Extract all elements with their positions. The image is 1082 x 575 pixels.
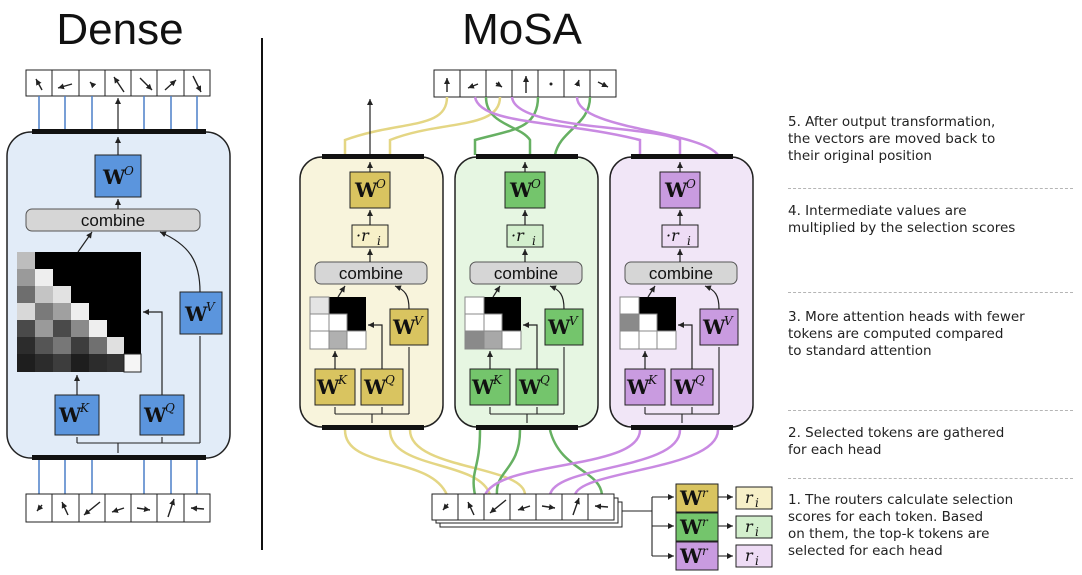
dense-output-tokens bbox=[25, 69, 211, 97]
mosa-output-tokens bbox=[433, 69, 617, 98]
svg-text:Q: Q bbox=[385, 373, 395, 387]
svg-text:W: W bbox=[143, 403, 167, 427]
mosa-title: MoSA bbox=[462, 5, 582, 54]
head-green: W O ·r i combine W V W K W Q bbox=[454, 154, 599, 430]
svg-text:Q: Q bbox=[540, 373, 550, 387]
step-1-text: 1. The routers calculate selection score… bbox=[788, 492, 1014, 559]
dense-wk-block: W K bbox=[54, 394, 100, 436]
svg-text:W: W bbox=[354, 178, 378, 202]
svg-text:W: W bbox=[626, 375, 650, 399]
svg-text:·r: ·r bbox=[511, 226, 525, 245]
step-3-text: 3. More attention heads with fewer token… bbox=[788, 309, 1025, 359]
svg-text:W: W bbox=[679, 544, 703, 568]
svg-text:V: V bbox=[414, 314, 424, 328]
dense-combine bbox=[25, 208, 201, 232]
svg-text:W: W bbox=[471, 375, 495, 399]
separator bbox=[788, 478, 1073, 479]
head-yellow: W O ·r i combine W V W K W Q bbox=[299, 99, 444, 430]
svg-text:W: W bbox=[702, 315, 726, 339]
svg-text:K: K bbox=[492, 373, 503, 387]
svg-text:r: r bbox=[745, 488, 754, 507]
svg-text:r: r bbox=[745, 546, 754, 565]
head-purple: W O ·r i combine W V W K W Q bbox=[609, 154, 754, 430]
svg-text:W: W bbox=[547, 315, 571, 339]
svg-text:W: W bbox=[518, 375, 542, 399]
svg-text:W: W bbox=[392, 315, 416, 339]
svg-text:i: i bbox=[377, 234, 381, 248]
separator bbox=[788, 410, 1073, 411]
svg-text:O: O bbox=[376, 177, 386, 191]
svg-text:O: O bbox=[124, 164, 134, 178]
svg-text:W: W bbox=[664, 178, 688, 202]
svg-text:r: r bbox=[702, 515, 709, 529]
dense-title: Dense bbox=[56, 5, 183, 54]
svg-text:r: r bbox=[702, 544, 709, 558]
svg-text:O: O bbox=[686, 177, 696, 191]
svg-text:W: W bbox=[316, 375, 340, 399]
svg-text:i: i bbox=[755, 525, 759, 539]
svg-text:V: V bbox=[724, 314, 734, 328]
svg-text:combine: combine bbox=[339, 264, 403, 283]
mosa-block: W O ·r i combine W V W K W Q bbox=[299, 69, 773, 571]
step-4-text: 4. Intermediate values are multiplied by… bbox=[788, 203, 1016, 236]
mosa-input-tokens bbox=[431, 493, 623, 528]
step-2-text: 2. Selected tokens are gathered for each… bbox=[788, 425, 1005, 458]
dense-attention-matrix bbox=[17, 252, 142, 373]
svg-text:combine: combine bbox=[494, 264, 558, 283]
step-5-text: 5. After output transformation, the vect… bbox=[788, 114, 996, 164]
svg-text:r: r bbox=[702, 486, 709, 500]
svg-text:W: W bbox=[673, 375, 697, 399]
svg-text:W: W bbox=[509, 178, 533, 202]
svg-text:r: r bbox=[745, 517, 754, 536]
svg-text:K: K bbox=[337, 373, 348, 387]
svg-text:V: V bbox=[569, 314, 579, 328]
dense-wq-block: W Q bbox=[139, 394, 185, 436]
svg-text:W: W bbox=[363, 375, 387, 399]
svg-text:i: i bbox=[532, 234, 536, 248]
dense-wv-block: W V bbox=[179, 291, 223, 335]
separator bbox=[788, 188, 1073, 189]
svg-text:W: W bbox=[184, 302, 208, 326]
dense-block: W O combine W V bbox=[6, 69, 231, 523]
separator bbox=[788, 292, 1073, 293]
svg-text:W: W bbox=[58, 403, 82, 427]
svg-text:W: W bbox=[679, 486, 703, 510]
svg-text:i: i bbox=[755, 496, 759, 510]
svg-text:W: W bbox=[679, 515, 703, 539]
dense-wo-block: W O bbox=[94, 154, 142, 198]
svg-text:i: i bbox=[687, 234, 691, 248]
svg-text:·r: ·r bbox=[356, 226, 370, 245]
svg-text:i: i bbox=[755, 554, 759, 568]
svg-text:combine: combine bbox=[649, 264, 713, 283]
svg-text:W: W bbox=[102, 165, 126, 189]
svg-text:V: V bbox=[206, 300, 216, 314]
svg-text:·r: ·r bbox=[666, 226, 680, 245]
svg-text:O: O bbox=[531, 177, 541, 191]
routers: W r W r W r r i r i r i bbox=[622, 483, 773, 571]
svg-text:Q: Q bbox=[695, 373, 705, 387]
svg-text:K: K bbox=[647, 373, 658, 387]
svg-text:Q: Q bbox=[165, 401, 175, 415]
svg-text:combine: combine bbox=[81, 211, 145, 230]
dense-input-tokens bbox=[25, 493, 211, 523]
svg-text:K: K bbox=[79, 401, 90, 415]
